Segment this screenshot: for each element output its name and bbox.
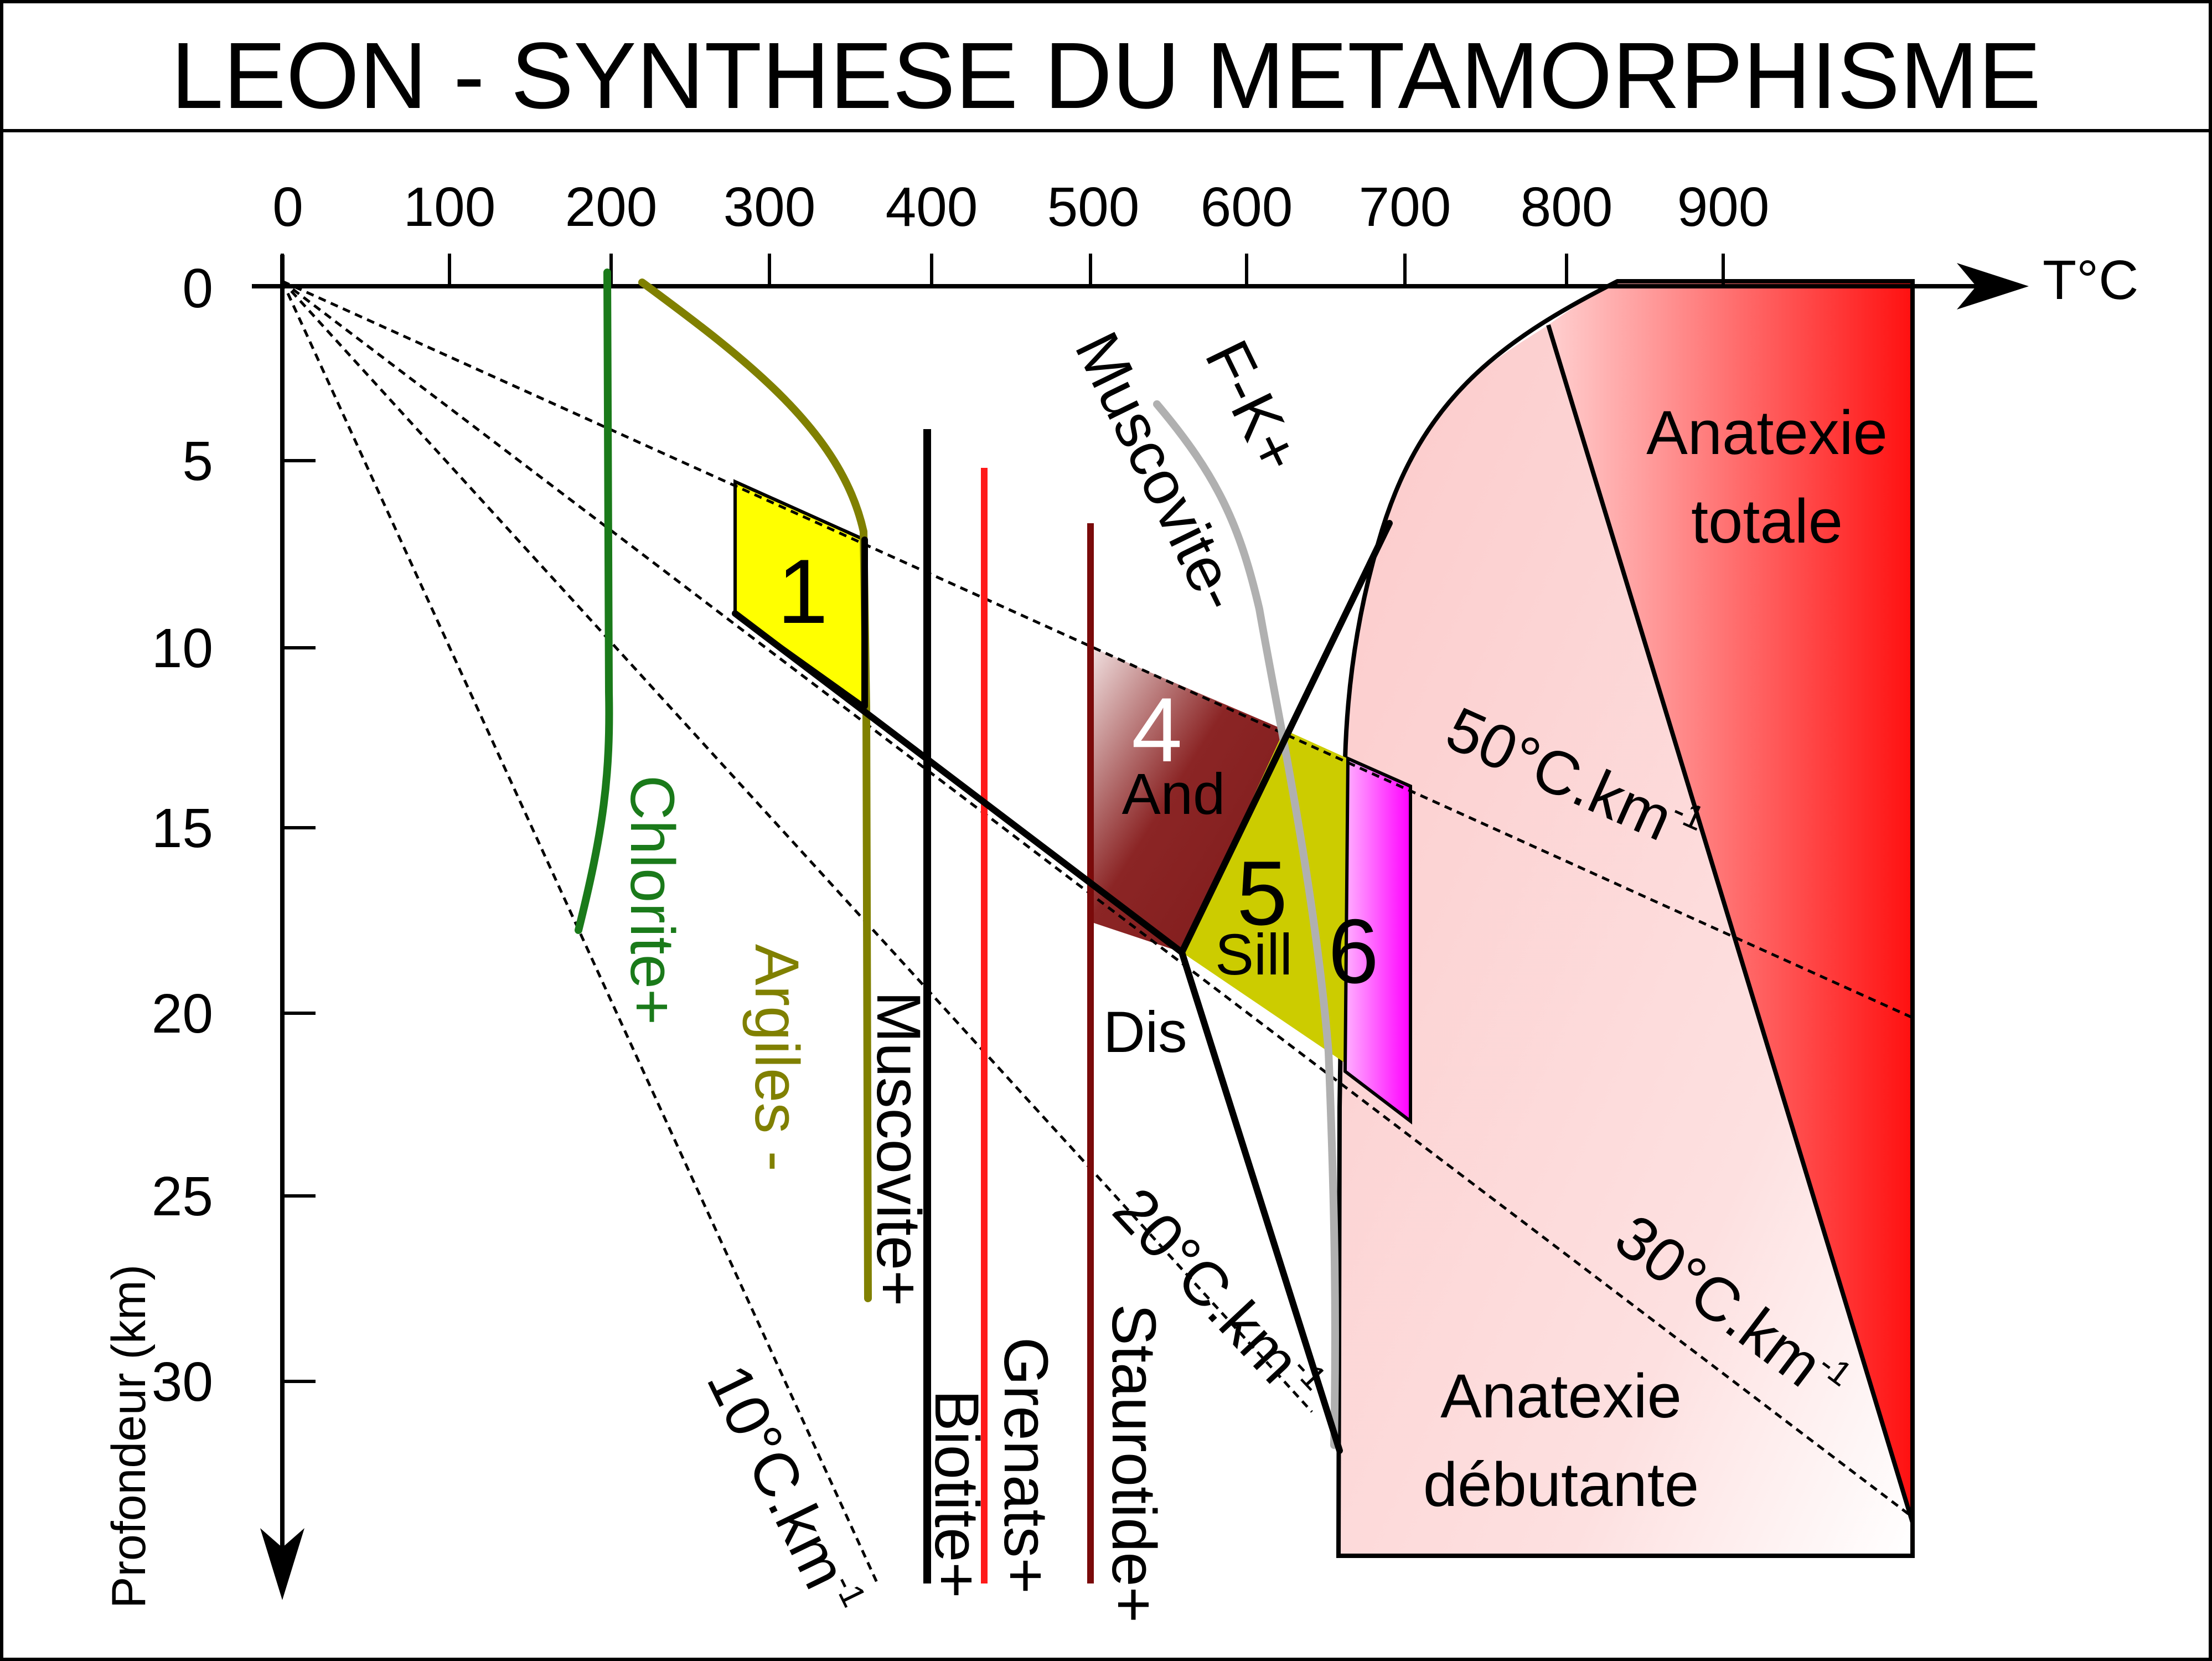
anatexie-totale-region — [1548, 281, 1913, 1523]
zone-5-region — [1182, 730, 1348, 1063]
y-tick-labels: 0 5 10 15 20 25 30 — [152, 257, 213, 1413]
biotite-label: Biotite+ — [922, 1390, 991, 1598]
zone-5-label: 5 — [1237, 842, 1288, 944]
x-tick-label: 300 — [723, 176, 816, 238]
x-axis-arrow-icon — [1957, 263, 2029, 309]
sill-label: Sill — [1215, 922, 1293, 987]
x-tick-label: 100 — [404, 176, 496, 238]
x-axis-label: T°C — [2043, 249, 2138, 311]
y-axis-arrow-icon — [260, 1528, 304, 1600]
anatexie-totale-boundary — [1546, 324, 1915, 1524]
x-tick-label: 800 — [1521, 176, 1613, 238]
y-axis-label: Profondeur (km) — [102, 1265, 156, 1608]
x-tick-label: 0 — [272, 176, 303, 238]
zone-6-region — [1343, 756, 1412, 1125]
x-tick-label: 400 — [886, 176, 978, 238]
geotherm-30 — [281, 280, 1914, 1518]
geotherm-20 — [281, 280, 1313, 1413]
y-tick-label: 30 — [152, 1351, 213, 1413]
geotherm-50 — [281, 280, 1914, 1019]
zone-6-label: 6 — [1328, 900, 1379, 1002]
y-tick-label: 25 — [152, 1165, 213, 1227]
y-tick-label: 5 — [182, 430, 213, 492]
x-tick-label: 500 — [1047, 176, 1140, 238]
aluminosilicate-lines — [732, 520, 1393, 1454]
zone-1-label: 1 — [777, 540, 828, 642]
argiles-isograd — [638, 278, 872, 1302]
zone-4-label: 4 — [1131, 679, 1182, 781]
chlorite-isograd — [575, 269, 613, 934]
x-tick-label: 600 — [1201, 176, 1293, 238]
x-tick-labels: 0 100 200 300 400 500 600 700 800 900 — [272, 176, 1769, 238]
geotherms — [281, 280, 1914, 1585]
y-ticks — [282, 459, 316, 1383]
anatexie-totale-label-1: Anatexie — [1646, 398, 1888, 467]
y-tick-label: 0 — [182, 257, 213, 319]
zone-4-region — [1091, 647, 1284, 952]
chlorite-label: Chlorite+ — [618, 775, 687, 1025]
x-tick-label: 900 — [1677, 176, 1770, 238]
y-tick-label: 20 — [152, 983, 213, 1045]
dis-label: Dis — [1103, 1000, 1187, 1065]
anatexie-debutante-label-2: débutante — [1423, 1450, 1699, 1519]
staurotide-label: Staurotide+ — [1099, 1304, 1169, 1623]
and-label: And — [1122, 762, 1226, 827]
y-tick-label: 10 — [152, 617, 213, 679]
muscovite-plus-label: Muscovite+ — [864, 991, 933, 1307]
anatexie-debutante-label-1: Anatexie — [1440, 1361, 1682, 1431]
muscovite-minus-isograd — [1153, 400, 1339, 1449]
y-tick-label: 15 — [152, 797, 213, 859]
page-title: LEON - SYNTHESE DU METAMORPHISME — [171, 23, 2041, 128]
grenats-label: Grenats+ — [991, 1337, 1061, 1594]
argiles-label: Argiles - — [742, 944, 812, 1172]
anatexie-totale-label-2: totale — [1691, 487, 1843, 556]
x-tick-label: 200 — [565, 176, 658, 238]
x-ticks — [281, 254, 1725, 286]
x-tick-label: 700 — [1359, 176, 1451, 238]
